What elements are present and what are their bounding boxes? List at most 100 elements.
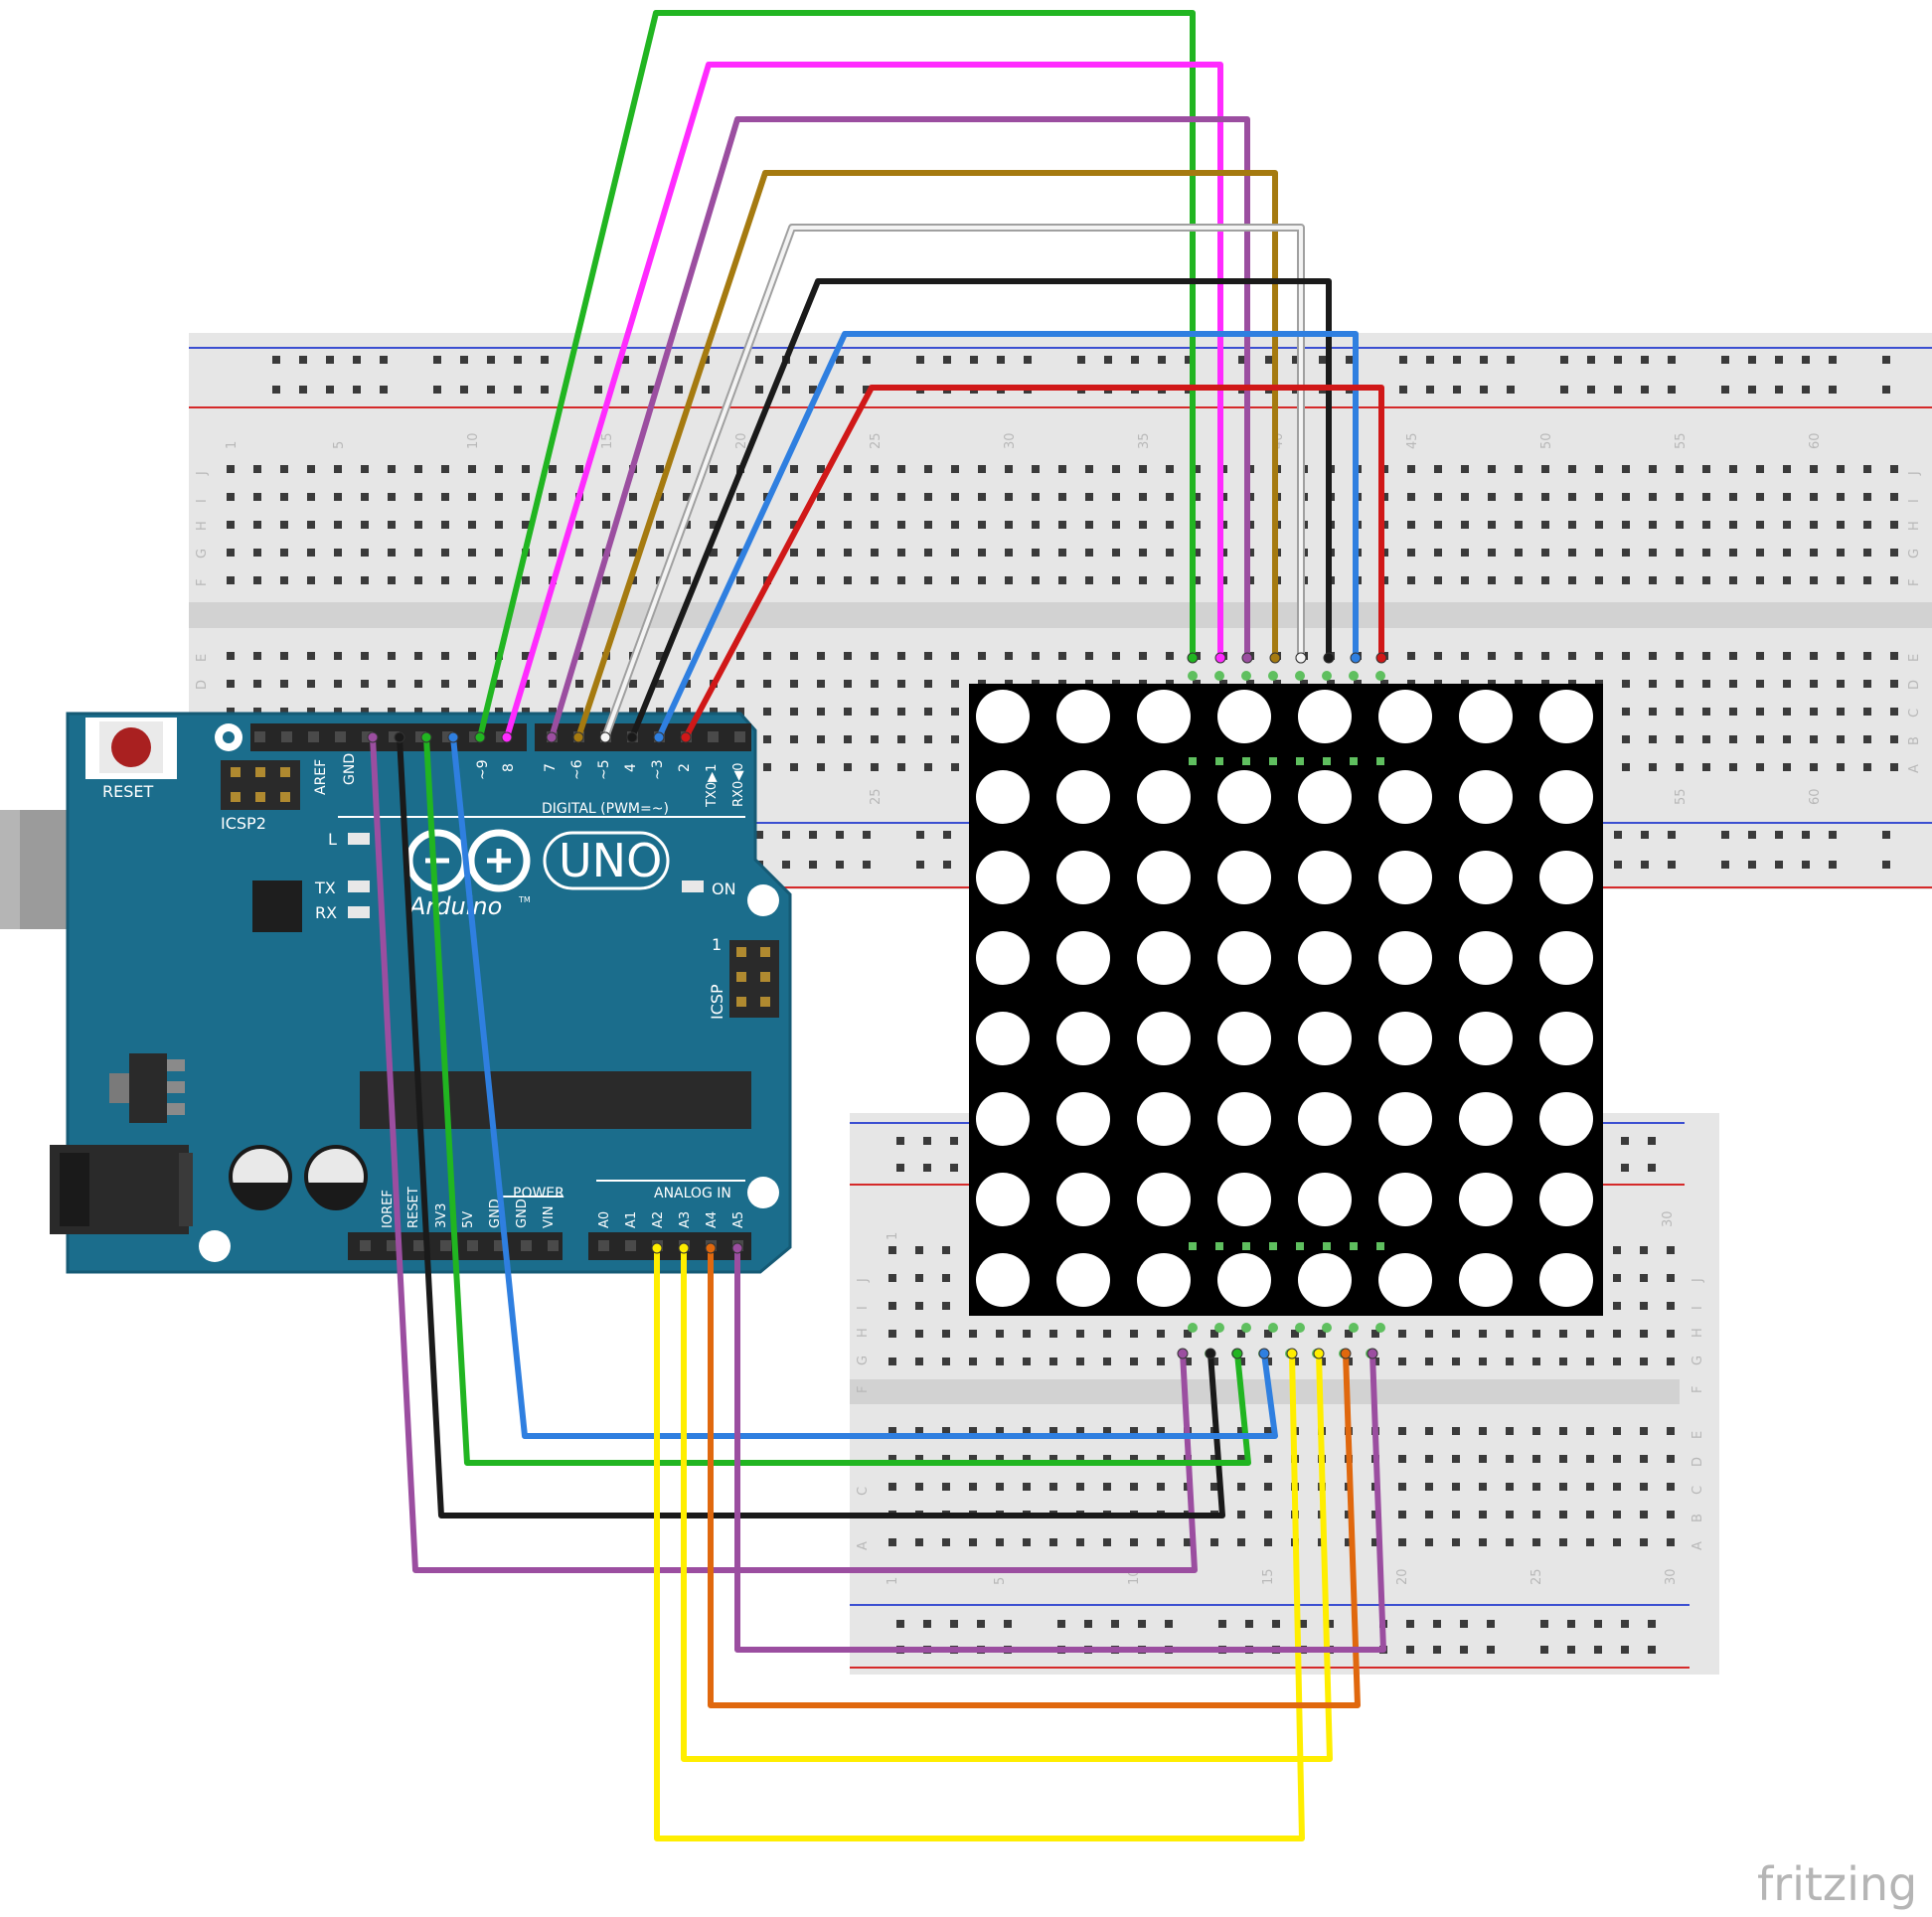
breadboard-hole [1595, 549, 1603, 557]
matrix-pin [1323, 757, 1331, 765]
rail-hole [1721, 356, 1729, 364]
breadboard-hole [951, 549, 959, 557]
breadboard-hole [1193, 493, 1201, 501]
breadboard-hole [1676, 521, 1684, 529]
bb-bottom-col-25: 25 [1530, 1568, 1544, 1585]
breadboard-hole [1210, 1330, 1218, 1338]
rail-hole [1648, 1137, 1656, 1145]
breadboard-hole [1506, 1538, 1514, 1546]
wire-end [447, 731, 459, 743]
breadboard-hole [280, 549, 288, 557]
breadboard-hole [1810, 680, 1818, 688]
breadboard-hole [1702, 521, 1710, 529]
breadboard-hole [549, 493, 557, 501]
breadboard-hole [227, 521, 235, 529]
breadboard-hole [897, 549, 905, 557]
breadboard-hole [1452, 1483, 1460, 1491]
breadboard-hole [915, 1538, 923, 1546]
breadboard-hole [1702, 735, 1710, 743]
breadboard-hole [334, 576, 342, 584]
breadboard-hole [495, 521, 503, 529]
breadboard-hole [1702, 465, 1710, 473]
breadboard-hole [996, 1358, 1004, 1365]
breadboard-hole [1702, 763, 1710, 771]
rail-hole [1346, 356, 1354, 364]
breadboard-hole [1640, 1511, 1648, 1518]
breadboard-hole [1649, 652, 1657, 660]
breadboard-hole [1532, 1483, 1540, 1491]
breadboard-hole [683, 652, 691, 660]
reset-label: RESET [102, 782, 153, 801]
bb-top-col-15: 15 [600, 432, 615, 449]
breadboard-hole [969, 1455, 977, 1463]
matrix-led [1539, 1012, 1593, 1065]
breadboard-hole [763, 549, 771, 557]
breadboard-hole [978, 576, 986, 584]
rail-hole [1882, 356, 1890, 364]
breadboard-hole [888, 1427, 896, 1435]
breadboard-hole [575, 652, 583, 660]
breadboard-hole [307, 652, 315, 660]
breadboard-hole [1640, 1455, 1648, 1463]
breadboard-hole [1479, 1427, 1487, 1435]
bb-top-row-g-right: G [1907, 549, 1922, 559]
breadboard-hole [414, 465, 422, 473]
breadboard-hole [1810, 708, 1818, 716]
rail-hole [782, 386, 790, 394]
header-pin [360, 1240, 371, 1251]
breadboard-hole [978, 652, 986, 660]
rail-hole [1238, 356, 1246, 364]
breadboard-hole [575, 708, 583, 716]
matrix-led [1539, 690, 1593, 743]
breadboard-hole [1139, 652, 1147, 660]
rail-hole [1084, 1620, 1092, 1628]
breadboard-hole [1890, 735, 1898, 743]
breadboard-hole [1667, 1302, 1675, 1310]
breadboard-hole [1479, 1511, 1487, 1518]
breadboard-hole [924, 576, 932, 584]
matrix-led [1539, 1253, 1593, 1307]
breadboard-hole [1729, 521, 1737, 529]
matrix-led [1459, 770, 1513, 824]
breadboard-hole [1568, 465, 1576, 473]
rail-hole [1668, 356, 1676, 364]
breadboard-hole [1157, 1483, 1165, 1491]
bb-top-row-a-right: A [1907, 764, 1922, 773]
rail-hole [702, 386, 710, 394]
rail-hole [1802, 356, 1810, 364]
breadboard-hole [1649, 735, 1657, 743]
matrix-led [1459, 1253, 1513, 1307]
wire-end [1295, 652, 1307, 664]
breadboard-hole [1425, 1511, 1433, 1518]
breadboard-hole [915, 1302, 923, 1310]
rail-hole [1507, 386, 1515, 394]
breadboard-hole [1479, 1330, 1487, 1338]
breadboard-hole [1076, 1455, 1084, 1463]
rail-hole [1185, 356, 1193, 364]
bb-bottom-row-j-right: J [1690, 1278, 1705, 1283]
breadboard-hole [1667, 1330, 1675, 1338]
breadboard-hole [1407, 465, 1415, 473]
bb-top-col-10: 10 [466, 432, 481, 449]
breadboard-hole [1407, 652, 1415, 660]
rail-hole [1829, 831, 1837, 839]
bb-top-row-d-right: D [1907, 680, 1922, 690]
breadboard-hole [1729, 576, 1737, 584]
breadboard-hole [1479, 1483, 1487, 1491]
matrix-pin [1295, 1323, 1305, 1333]
breadboard-hole [575, 521, 583, 529]
rail-hole [675, 356, 683, 364]
breadboard-hole [1890, 576, 1898, 584]
matrix-led [1459, 931, 1513, 985]
rail-hole [353, 356, 361, 364]
breadboard-hole [1130, 1455, 1138, 1463]
breadboard-hole [361, 576, 369, 584]
rail-hole [977, 1620, 985, 1628]
breadboard-hole [888, 1330, 896, 1338]
breadboard-hole [1810, 763, 1818, 771]
matrix-led [1056, 690, 1110, 743]
breadboard-hole [1210, 1455, 1218, 1463]
breadboard-hole [1586, 1427, 1594, 1435]
mounting-hole [747, 884, 779, 916]
reset-button[interactable] [111, 727, 151, 767]
